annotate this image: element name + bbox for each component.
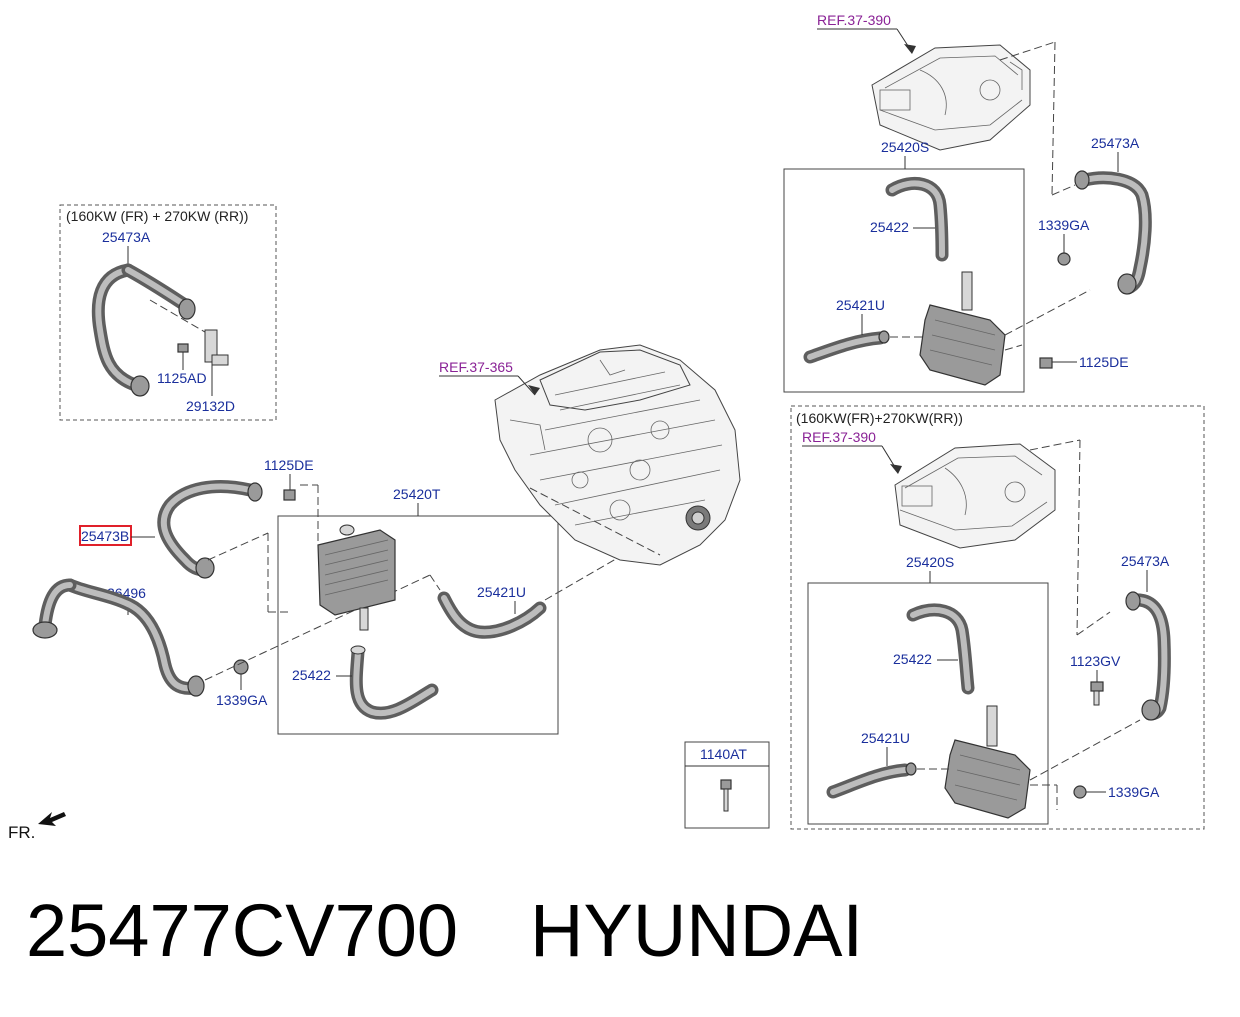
inverter-top-ref-37-390: REF.37-390 bbox=[817, 12, 1076, 196]
box-1140at-group: 1140AT bbox=[684, 741, 770, 829]
label-25420t[interactable]: 25420T bbox=[393, 486, 441, 502]
label-25473a-left[interactable]: 25473A bbox=[102, 229, 151, 245]
ref-37-365[interactable]: REF.37-365 bbox=[439, 359, 513, 375]
left-variant-box bbox=[59, 204, 277, 421]
oil-cooler-top bbox=[919, 304, 1006, 386]
part-caption: 25477CV700 HYUNDAI bbox=[26, 888, 863, 973]
label-1123gv[interactable]: 1123GV bbox=[1070, 653, 1121, 669]
hose-end-fitting bbox=[178, 298, 196, 320]
label-1140at[interactable]: 1140AT bbox=[700, 746, 747, 762]
label-25421u-top[interactable]: 25421U bbox=[836, 297, 885, 313]
right-variant-group: (160KW(FR)+270KW(RR)) REF.37-390 25420S … bbox=[790, 405, 1205, 830]
right-variant-note: (160KW(FR)+270KW(RR)) bbox=[796, 410, 963, 426]
motor-housing-ref-37-365: REF.37-365 bbox=[439, 344, 741, 566]
front-direction-indicator: FR. bbox=[8, 812, 66, 842]
nut-1339ga-bottom bbox=[1073, 785, 1087, 799]
label-25421u-bottom[interactable]: 25421U bbox=[861, 730, 910, 746]
label-1125de-mid[interactable]: 1125DE bbox=[264, 457, 314, 473]
label-25421u-mid[interactable]: 25421U bbox=[477, 584, 526, 600]
label-1339ga-top[interactable]: 1339GA bbox=[1038, 217, 1090, 233]
hose-25421u-mid bbox=[437, 591, 547, 639]
ref-37-390-bottom[interactable]: REF.37-390 bbox=[802, 429, 876, 445]
oil-cooler-bottom bbox=[944, 739, 1031, 819]
label-29132d[interactable]: 29132D bbox=[186, 398, 235, 414]
label-25420s-top[interactable]: 25420S bbox=[881, 139, 929, 155]
label-1125ad[interactable]: 1125AD bbox=[157, 370, 207, 386]
label-1339ga-bottom[interactable]: 1339GA bbox=[1108, 784, 1160, 800]
label-25422-top[interactable]: 25422 bbox=[870, 219, 909, 235]
part-number: 25477CV700 bbox=[26, 889, 459, 972]
label-25422-mid[interactable]: 25422 bbox=[292, 667, 331, 683]
label-25473a-top[interactable]: 25473A bbox=[1091, 135, 1140, 151]
label-25473b[interactable]: 25473B bbox=[81, 528, 129, 544]
left-variant-group: (160KW (FR) + 270KW (RR)) 25473A 1125AD … bbox=[59, 204, 277, 421]
bolt-1125ad bbox=[177, 343, 189, 353]
brand-name: HYUNDAI bbox=[530, 889, 864, 972]
hose-group-25473a-top: 25473A 1339GA 1125DE bbox=[1004, 135, 1152, 370]
label-1339ga-mid[interactable]: 1339GA bbox=[216, 692, 268, 708]
bolt-1125de-top bbox=[1039, 357, 1053, 369]
front-arrow-icon bbox=[38, 812, 66, 826]
ref-37-390-top[interactable]: REF.37-390 bbox=[817, 12, 891, 28]
label-25420s-bottom[interactable]: 25420S bbox=[906, 554, 954, 570]
nut-1339ga-mid bbox=[233, 659, 249, 675]
label-1125de-top[interactable]: 1125DE bbox=[1079, 354, 1129, 370]
box-25420s-top bbox=[783, 168, 1025, 393]
parts-diagram: (160KW (FR) + 270KW (RR)) 25473A 1125AD … bbox=[8, 12, 1205, 842]
label-25422-bottom[interactable]: 25422 bbox=[893, 651, 932, 667]
cooler-assembly-25420s-top: 25420S 25422 25421U bbox=[783, 139, 1091, 393]
front-label: FR. bbox=[8, 823, 35, 842]
bolt-1123gv bbox=[1090, 681, 1104, 692]
box-25420s-bottom bbox=[807, 582, 1049, 825]
box-1140at bbox=[684, 741, 770, 829]
oil-cooler-body bbox=[317, 529, 396, 616]
hose-25422-mid bbox=[349, 645, 439, 720]
bracket-29132d bbox=[204, 329, 218, 363]
label-25473a-bottom[interactable]: 25473A bbox=[1121, 553, 1170, 569]
bolt-1125de-mid bbox=[283, 489, 296, 501]
bolt-1140at bbox=[720, 779, 732, 790]
nut-1339ga-top bbox=[1057, 252, 1071, 266]
right-variant-box bbox=[790, 405, 1205, 830]
cooler-assembly-25420t: 25420T 25422 25421U bbox=[277, 486, 641, 735]
highlight-box-25473b bbox=[79, 525, 132, 546]
hose-26496 bbox=[63, 578, 202, 695]
left-variant-note: (160KW (FR) + 270KW (RR)) bbox=[66, 208, 248, 224]
